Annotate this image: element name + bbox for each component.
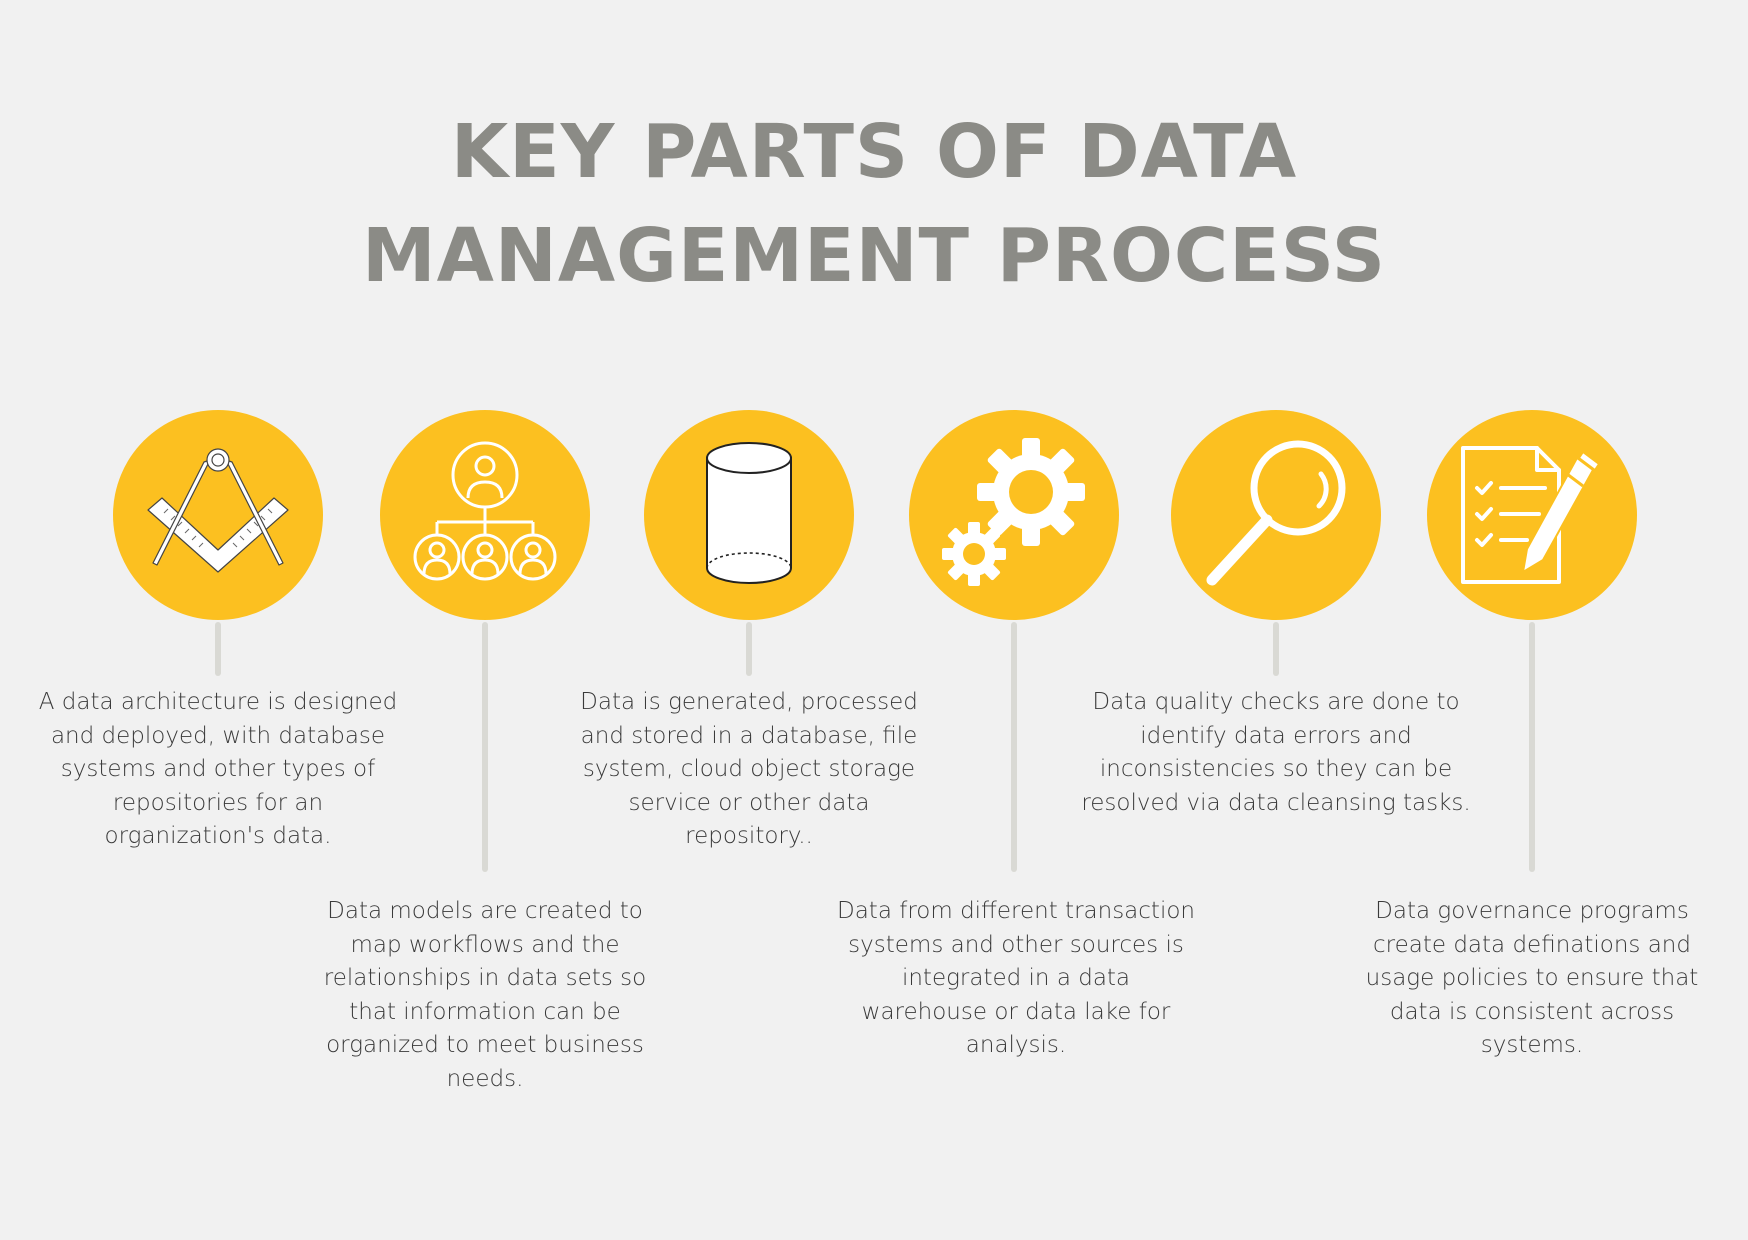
step-2-description: Data models are created to map workflows…	[323, 898, 647, 1092]
step-4-circle	[909, 410, 1119, 620]
compass-square-icon	[147, 448, 289, 573]
step-3-circle	[644, 410, 854, 620]
step-2-circle	[380, 410, 590, 620]
step-5-circle	[1171, 410, 1381, 620]
magnifier-icon	[1206, 440, 1346, 586]
step-1-connector	[215, 622, 221, 676]
step-4-connector	[1011, 622, 1017, 872]
gears-icon	[942, 438, 1085, 586]
step-3-connector	[746, 622, 752, 676]
step-3-description: Data is generated, processed and stored …	[580, 689, 918, 849]
org-chart-icon	[413, 441, 557, 581]
title-line-2: MANAGEMENT PROCESS	[361, 213, 1386, 299]
title-line-1: KEY PARTS OF DATA	[450, 109, 1298, 195]
step-4-description: Data from different transaction systems …	[837, 898, 1195, 1058]
step-6-connector	[1529, 622, 1535, 872]
step-2-connector	[482, 622, 488, 872]
step-1-circle	[113, 410, 323, 620]
step-6-description: Data governance programs create data def…	[1365, 898, 1699, 1058]
step-6-circle	[1427, 410, 1637, 620]
document-pen-icon	[1461, 446, 1601, 584]
step-1-description: A data architecture is designed and depl…	[38, 689, 398, 849]
cylinder-database-icon	[706, 442, 792, 584]
page-title: KEY PARTS OF DATA MANAGEMENT PROCESS	[0, 100, 1748, 308]
step-5-description: Data quality checks are done to identify…	[1081, 689, 1471, 816]
step-5-connector	[1273, 622, 1279, 676]
